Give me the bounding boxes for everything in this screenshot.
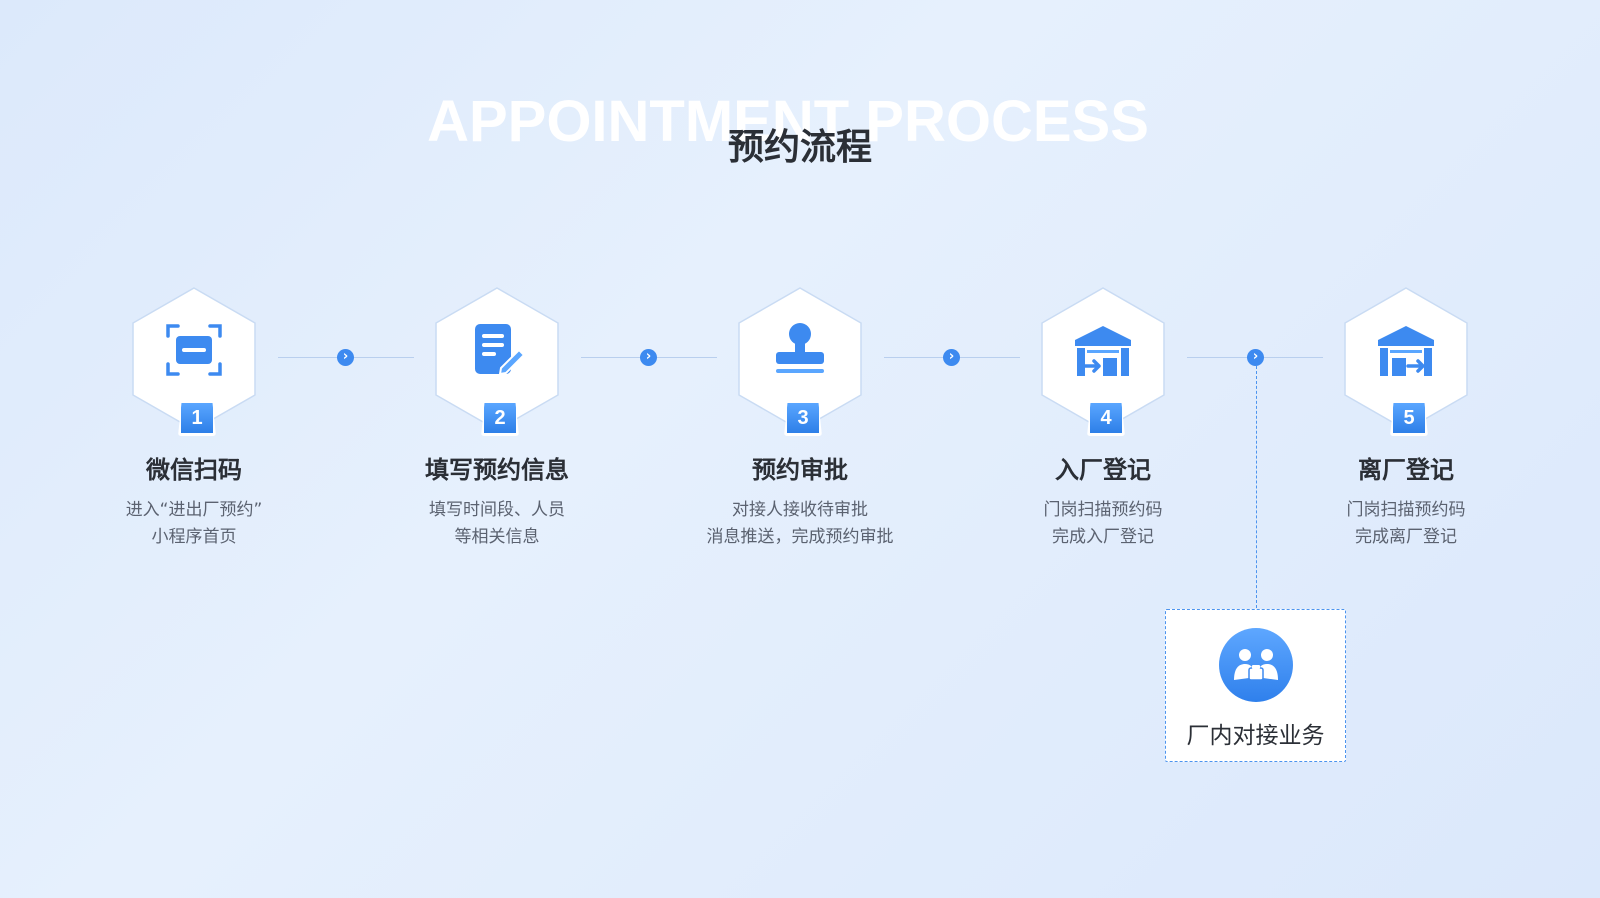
in-factory-business-box: 厂内对接业务 — [1165, 609, 1346, 762]
warehouse-exit-icon — [1378, 326, 1434, 376]
stamp-icon — [776, 323, 824, 373]
step-number-badge: 1 — [178, 400, 216, 436]
hexagon-tile: 5 — [1342, 286, 1470, 436]
scan-icon — [166, 324, 222, 376]
step-2: 2 填写预约信息 填写时间段、人员 等相关信息 — [377, 286, 617, 551]
step-number-badge: 5 — [1390, 400, 1428, 436]
chevron-right-icon: › — [640, 349, 657, 366]
step-number-badge: 4 — [1087, 400, 1125, 436]
step-title: 填写预约信息 — [425, 456, 569, 484]
side-box-label: 厂内对接业务 — [1186, 723, 1325, 749]
dashed-branch-line — [1256, 366, 1257, 608]
hexagon-tile: 3 — [736, 286, 864, 436]
step-title: 预约审批 — [752, 456, 848, 484]
hexagon-tile: 2 — [433, 286, 561, 436]
form-edit-icon — [475, 324, 526, 376]
step-3: 3 预约审批 对接人接收待审批 消息推送，完成预约审批 — [680, 286, 920, 551]
chevron-right-icon: › — [943, 349, 960, 366]
chevron-right-icon: › — [337, 349, 354, 366]
warehouse-enter-icon — [1075, 326, 1131, 376]
step-number-badge: 3 — [784, 400, 822, 436]
background-title: APPOINTMENT PROCESS — [427, 89, 1149, 154]
step-description: 门岗扫描预约码 完成入厂登记 — [1043, 500, 1163, 547]
step-4: 4 入厂登记 门岗扫描预约码 完成入厂登记 — [983, 286, 1223, 551]
step-title: 入厂登记 — [1055, 456, 1151, 484]
step-5: 5 离厂登记 门岗扫描预约码 完成离厂登记 — [1286, 286, 1526, 551]
step-title: 微信扫码 — [146, 456, 242, 484]
page-title: 预约流程 — [727, 127, 872, 168]
step-1: 1 微信扫码 进入“进出厂预约” 小程序首页 — [74, 286, 314, 551]
step-description: 对接人接收待审批 消息推送，完成预约审批 — [706, 500, 894, 547]
handshake-people-icon — [1218, 628, 1293, 702]
step-number-badge: 2 — [481, 400, 519, 436]
step-title: 离厂登记 — [1358, 456, 1454, 484]
hexagon-tile: 4 — [1039, 286, 1167, 436]
chevron-right-icon: › — [1247, 349, 1264, 366]
step-description: 填写时间段、人员 等相关信息 — [429, 500, 565, 547]
step-description: 进入“进出厂预约” 小程序首页 — [125, 500, 263, 547]
step-description: 门岗扫描预约码 完成离厂登记 — [1346, 500, 1466, 547]
hexagon-tile: 1 — [130, 286, 258, 436]
